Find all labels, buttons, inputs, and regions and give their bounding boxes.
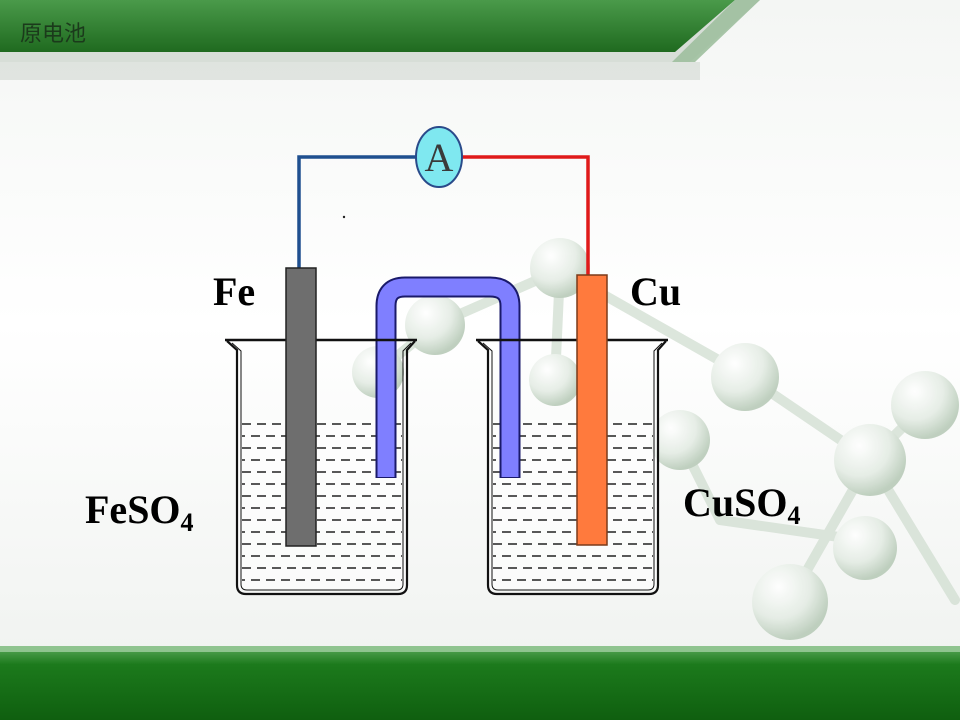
wire-right bbox=[462, 155, 590, 276]
cuso4-label: CuSO4 bbox=[683, 480, 801, 530]
ammeter-label: A bbox=[425, 135, 454, 180]
copper-electrode bbox=[576, 274, 608, 546]
ammeter: A bbox=[415, 126, 463, 188]
feso4-label: FeSO4 bbox=[85, 487, 194, 537]
cu-label: Cu bbox=[630, 269, 682, 314]
iron-electrode bbox=[285, 267, 317, 547]
fe-label: Fe bbox=[213, 269, 256, 314]
wire-left bbox=[297, 155, 416, 270]
molecule-decoration bbox=[352, 238, 960, 640]
header-bar bbox=[0, 0, 760, 80]
right-solution-lines bbox=[493, 423, 653, 581]
left-solution-lines bbox=[242, 423, 402, 581]
footer-bar bbox=[0, 646, 960, 720]
slide-title: 原电池 bbox=[20, 22, 87, 47]
